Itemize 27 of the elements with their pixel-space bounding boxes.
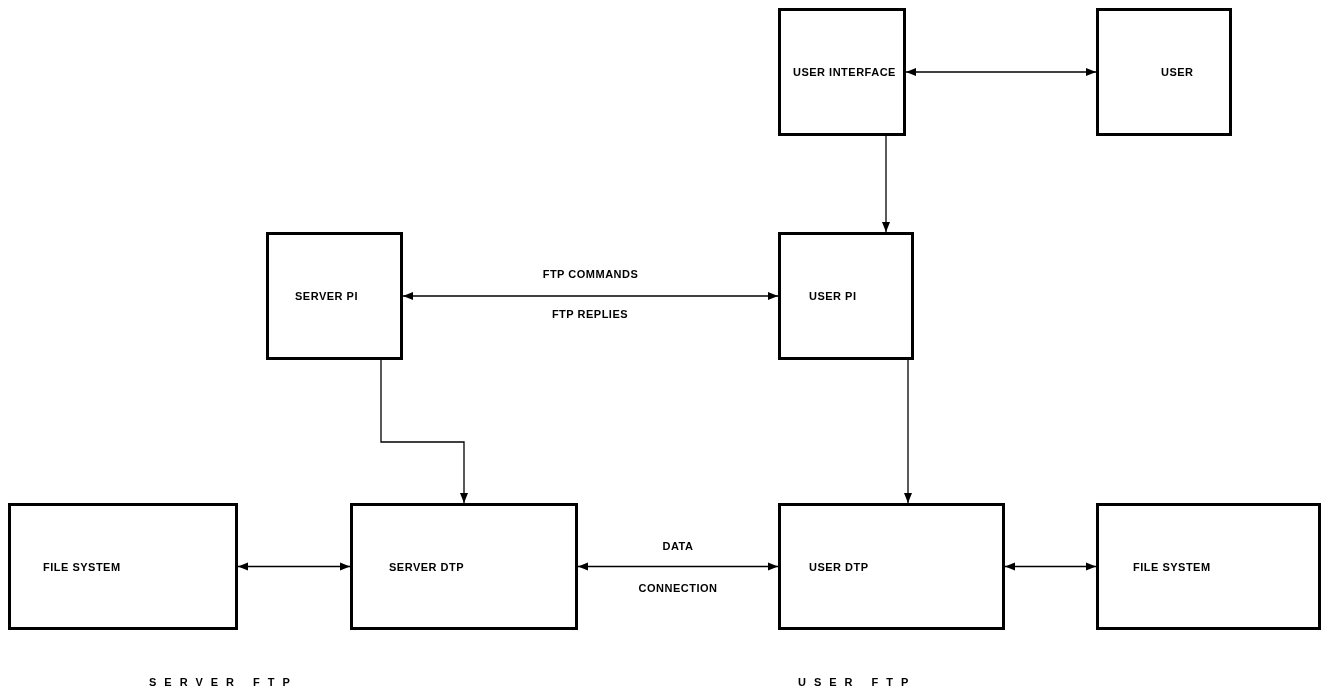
box-label: SERVER DTP <box>389 560 465 573</box>
edge-label: DATA CONNECTION <box>637 538 719 596</box>
edge-label: FTP COMMANDS <box>542 268 639 280</box>
arrow <box>904 359 912 504</box>
process-box <box>350 503 578 630</box>
box-label: USER <box>1161 66 1194 78</box>
process-box <box>778 232 914 360</box>
process-box <box>266 232 403 360</box>
arrow <box>577 562 779 571</box>
arrow <box>237 562 351 571</box>
process-box <box>1096 503 1321 630</box>
arrow <box>380 359 468 504</box>
process-box <box>778 503 1005 630</box>
box-label: FILE SYSTEM <box>1133 560 1211 573</box>
process-box <box>8 503 238 630</box>
box-label: USER PI <box>809 290 857 302</box>
box-label: FILE SYSTEM <box>43 560 121 573</box>
box-label: USER INTERFACE <box>793 66 896 78</box>
arrow <box>1004 562 1097 571</box>
box-label: USER DTP <box>809 560 869 573</box>
process-box <box>778 8 906 136</box>
process-box <box>1096 8 1232 136</box>
box-label: SERVER PI <box>295 290 358 302</box>
arrow <box>905 68 1097 76</box>
arrow <box>402 292 779 300</box>
note-label: FTP REPLIES <box>551 308 629 320</box>
arrow <box>882 135 890 233</box>
